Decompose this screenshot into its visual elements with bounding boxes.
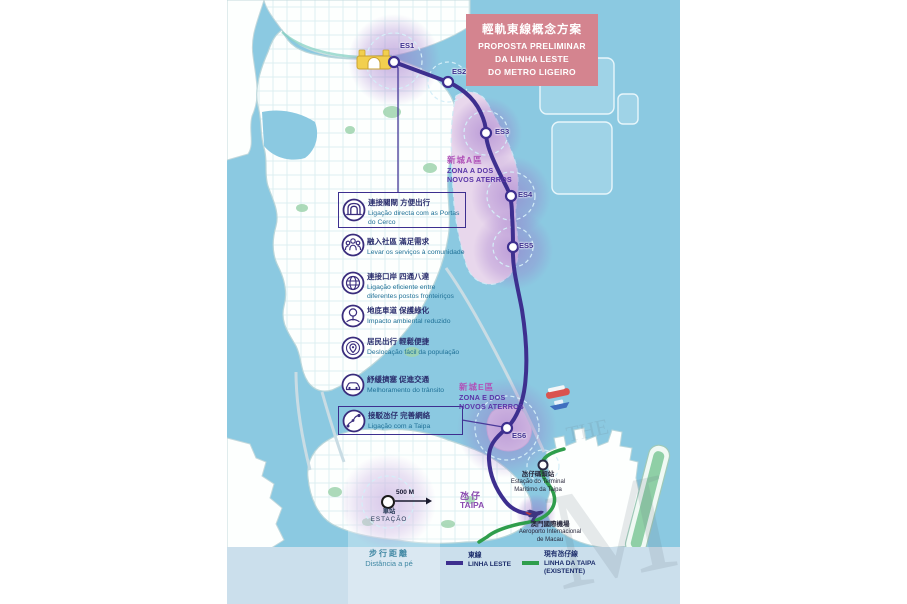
east-line-pt: LINHA LESTE [468, 560, 511, 568]
benefit-zh: 接駁氹仔 完善網絡 [368, 411, 431, 420]
terminal-pt: Estação do Terminal Marítimo da Taipa [510, 479, 566, 493]
inner-harbour [262, 110, 318, 160]
terminal-zh: 氹仔碼頭站 [521, 471, 555, 478]
benefit-zh: 融入社區 滿足需求 [367, 237, 430, 246]
benefit-zh: 連接口岸 四通八達 [367, 272, 430, 281]
benefit-pt: Deslocação fácil da população [367, 349, 460, 356]
station-label-es6: ES6 [512, 431, 527, 440]
benefit-zh: 居民出行 輕鬆便捷 [367, 337, 430, 346]
title-pt-line1: PROPOSTA PRELIMINAR [478, 41, 586, 51]
taipa-terminal-label: 氹仔碼頭站 Estação do Terminal Marítimo da Ta… [505, 471, 571, 494]
border-crossings-icon [341, 271, 365, 295]
benefit-pt: Impacto ambiental reduzido [367, 318, 451, 325]
leader-line-es6 [461, 419, 504, 428]
station-label-es1: ES1 [400, 41, 415, 50]
border-gate-icon [342, 198, 366, 222]
benefit-pt: Melhoramento do trânsito [367, 387, 445, 394]
easy-travel-icon [341, 336, 365, 360]
benefit-zh: 紓緩擠塞 促進交通 [367, 375, 430, 384]
zone-a-zh: 新城A區 [447, 155, 483, 165]
taipa-line-pt2: (EXISTENTE) [544, 568, 586, 576]
traffic-icon [341, 373, 365, 397]
benefit-zh: 地底車道 保護綠化 [367, 306, 430, 315]
community-icon [341, 233, 365, 257]
station-label-es4: ES4 [518, 190, 533, 199]
portas-do-cerco-icon [356, 49, 392, 70]
taipa-line-key: 現有氹仔線 LINHA DA TAIPA (EXISTENTE) [544, 551, 596, 577]
zone-e-label: 新城E區 ZONA E DOS NOVOS ATERROS [459, 382, 524, 412]
station-label-es3: ES3 [495, 127, 510, 136]
benefit-pt: Levar os serviços à comunidade [367, 249, 465, 256]
taipa-pt: TAIPA [460, 500, 485, 511]
title-pt-line3: DO METRO LIGEIRO [488, 66, 576, 77]
title-zh: 輕軌東線概念方案 [482, 24, 582, 36]
zone-a-pt2: NOVOS ATERROS [447, 175, 512, 185]
zone-e-pt1: ZONA E DOS [459, 393, 506, 403]
walking-pt: Distância a pé [365, 559, 413, 569]
ferry-icon [545, 385, 570, 399]
zone-e-pt2: NOVOS ATERROS [459, 402, 524, 412]
airplane-icon [525, 509, 544, 523]
scale-station-pt: ESTAÇÃO [370, 516, 408, 524]
environment-icon [341, 304, 365, 328]
zone-a-label: 新城A區 ZONA A DOS NOVOS ATERROS [447, 155, 512, 185]
station-label-es2: ES2 [452, 67, 467, 76]
benefit-pt: Ligação eficiente entre diferentes posto… [367, 284, 454, 301]
east-line-stations [387, 55, 520, 435]
east-line-zh: 東線 [468, 552, 482, 559]
scale-station-label: 車站 ESTAÇÃO [362, 508, 416, 524]
airport-runway [624, 444, 671, 556]
scale-distance-label: 500 M [396, 489, 415, 496]
benefit-pt: Ligação com a Taipa [368, 423, 431, 430]
benefit-portas-do-cerco: 連接關閘 方便出行 Ligação directa com as Portas … [338, 192, 466, 228]
title-box: 輕軌東線概念方案 PROPOSTA PRELIMINAR DA LINHA LE… [466, 14, 598, 87]
benefit-taipa-link: 接駁氹仔 完善網絡 Ligação com a Taipa [338, 406, 463, 435]
taipa-zh: 氹仔 [460, 491, 483, 501]
benefit-zh: 連接關閘 方便出行 [368, 198, 431, 207]
east-line-key: 東線 LINHA LESTE [468, 552, 511, 569]
park-areas [296, 106, 437, 357]
scale-marker [381, 495, 432, 509]
taipa-link-icon [342, 409, 366, 433]
boat-icon [549, 399, 570, 411]
taipa-line-swatch [522, 561, 539, 565]
zone-e-zh: 新城E區 [459, 382, 495, 392]
taipa-highlight-panel [348, 452, 440, 604]
taipa-label: 氹仔 TAIPA [460, 491, 484, 511]
title-pt-line2: DA LINHA LESTE [495, 53, 569, 64]
scale-station-zh: 車站 [382, 508, 396, 515]
airport-label: 澳門國際機場 Aeroporto Internacional de Macau [516, 521, 584, 544]
bottom-strip [227, 547, 680, 604]
airport-pt: Aeroporto Internacional de Macau [518, 529, 582, 543]
zone-a-pt1: ZONA A DOS [447, 166, 494, 176]
taipa-line-pt: LINHA DA TAIPA [544, 559, 596, 567]
airport-zh: 澳門國際機場 [530, 521, 570, 528]
walking-distance-label: 步行距離 Distância a pé [351, 549, 427, 569]
benefit-pt: Ligação directa com as Portas do Cerco [368, 210, 460, 227]
east-line-swatch [446, 561, 463, 565]
walking-zh: 步行距離 [369, 549, 409, 558]
taipa-terminal-station-dot [537, 459, 549, 471]
station-label-es5: ES5 [519, 241, 534, 250]
taipa-line-zh: 現有氹仔線 [544, 551, 578, 558]
